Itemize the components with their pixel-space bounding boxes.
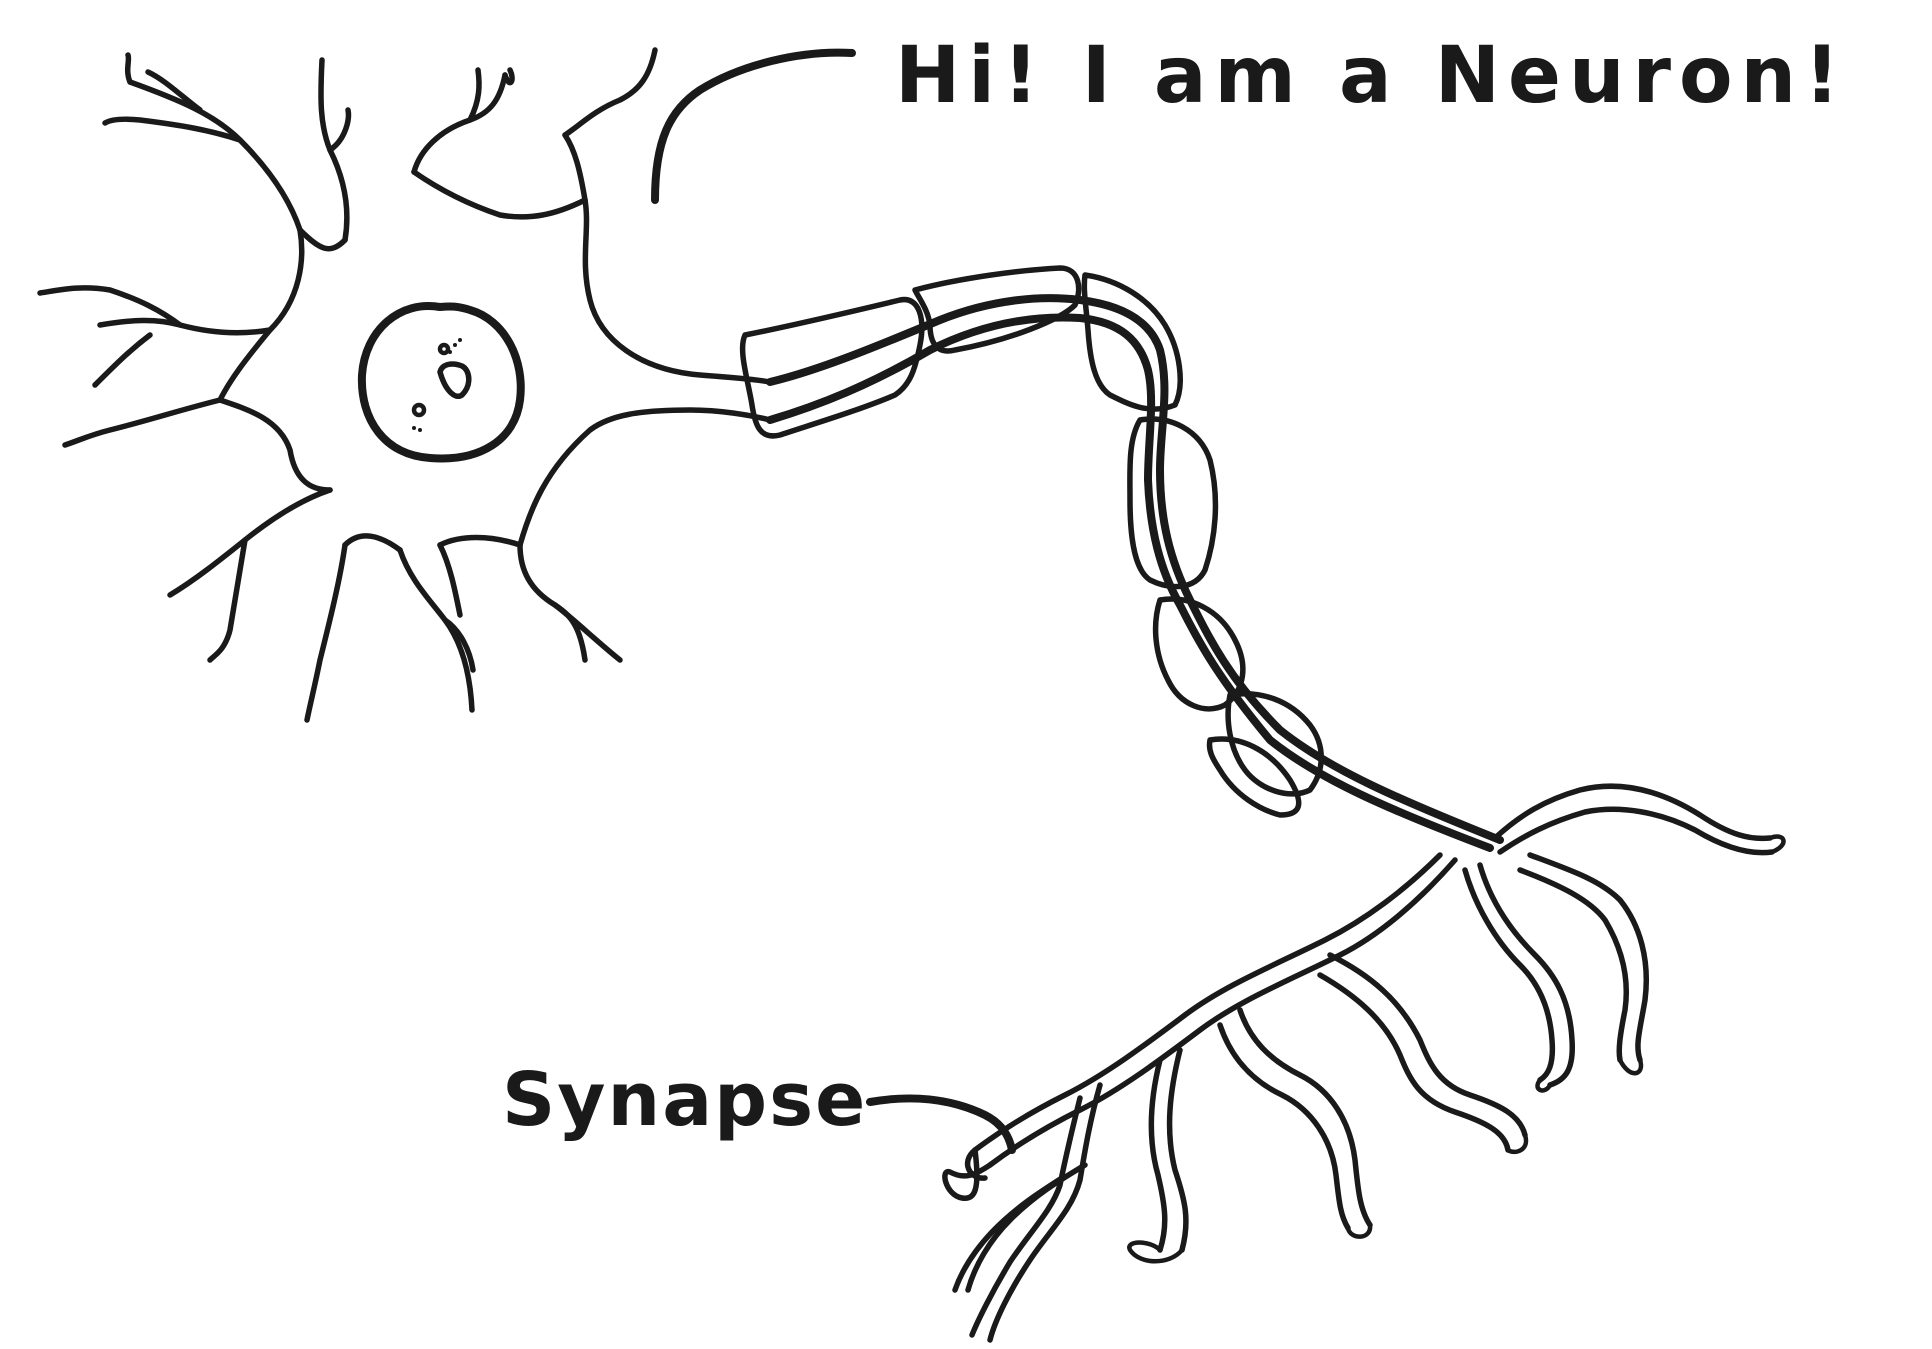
nucleus	[357, 302, 525, 463]
axon-terminals	[942, 783, 1786, 1343]
myelin-segment	[1206, 736, 1302, 818]
myelin-segment	[1127, 416, 1219, 590]
myelin-segment	[1152, 596, 1246, 712]
dendrites	[37, 47, 658, 723]
synapse-label: Synapse	[502, 1057, 867, 1143]
myelin-segment	[739, 296, 925, 439]
myelin-segment	[912, 265, 1082, 354]
greeting-leader-line	[651, 48, 856, 204]
myelin-segment	[1081, 272, 1183, 412]
synapse-leader-line	[866, 1094, 1016, 1154]
cell-body	[217, 169, 773, 553]
axon	[739, 265, 1504, 852]
myelin-segment	[1225, 691, 1324, 797]
greeting-label: Hi! I am a Neuron!	[895, 31, 1848, 121]
